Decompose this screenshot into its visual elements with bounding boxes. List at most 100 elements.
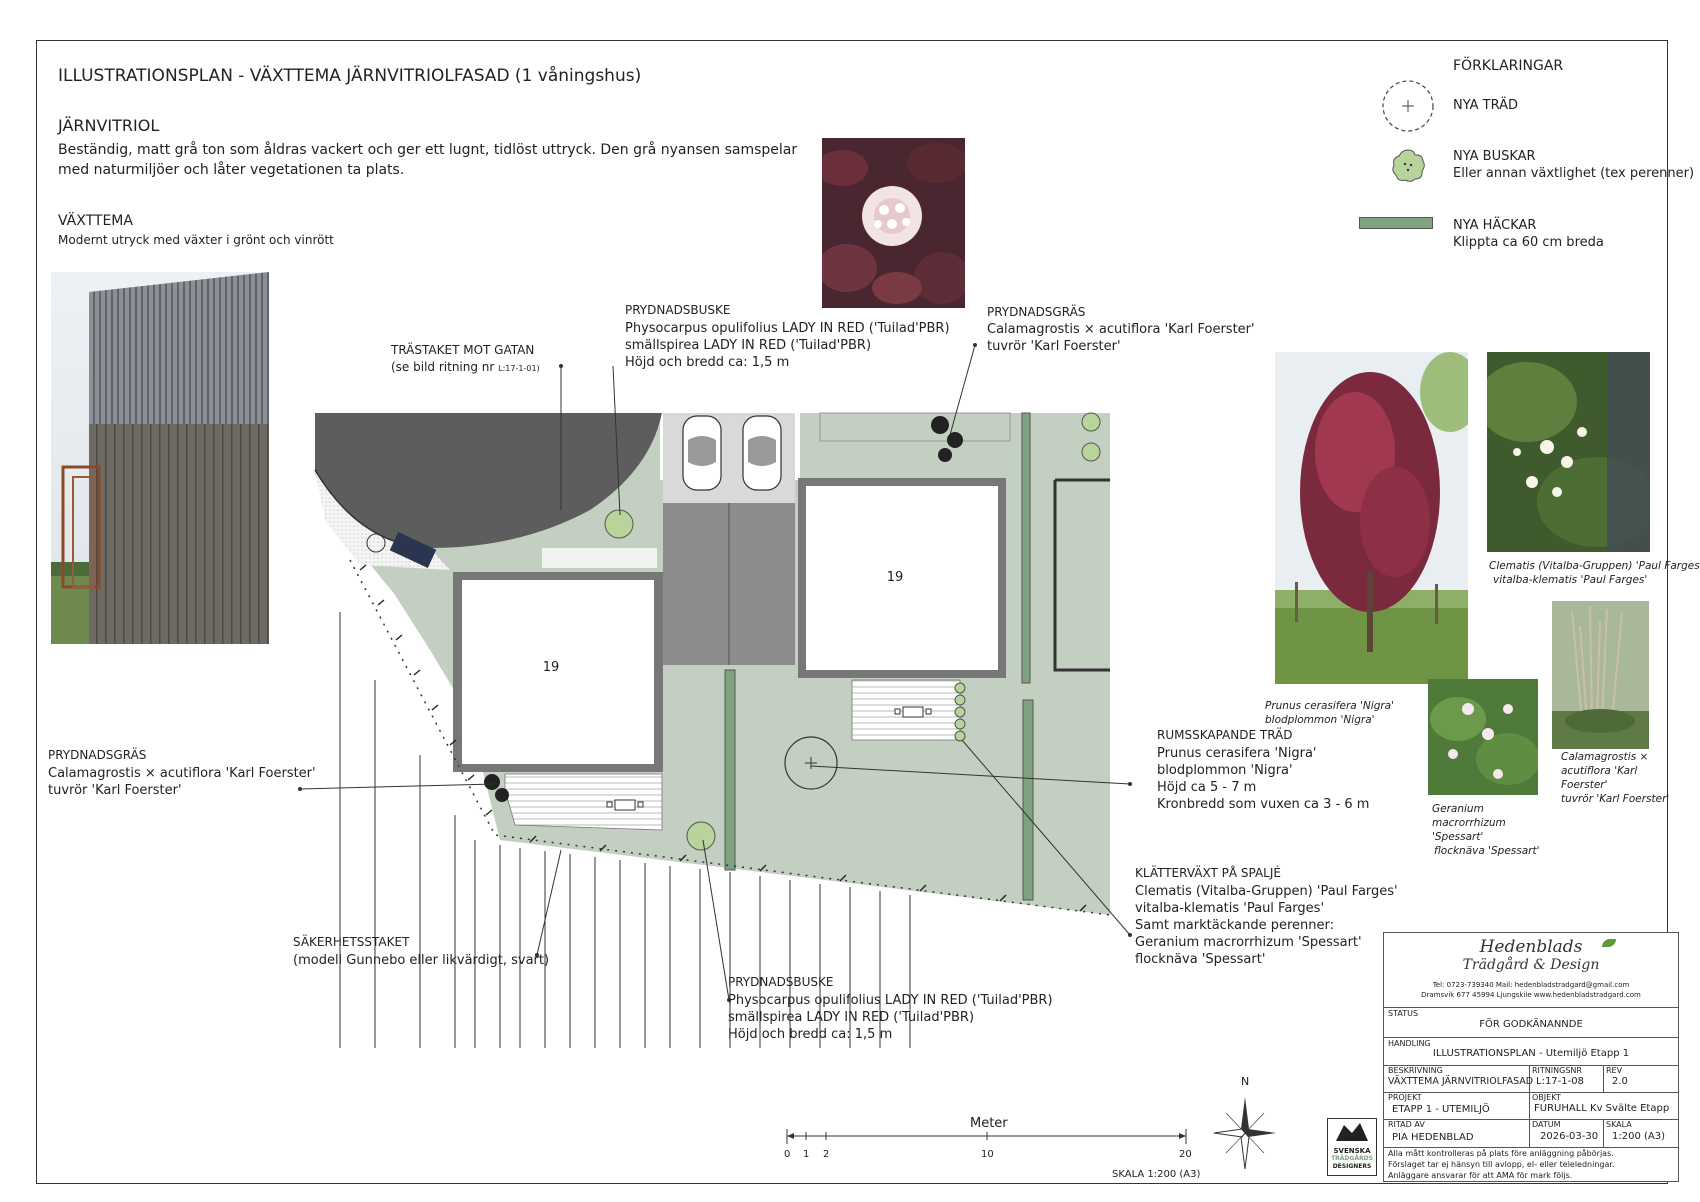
trad-line1: Prunus cerasifera 'Nigra'	[1157, 746, 1317, 761]
calamagrostis-photo	[1552, 601, 1649, 749]
page-title-text: ILLUSTRATIONSPLAN - VÄXTTEMA JÄRNVITRIOL…	[58, 66, 642, 86]
status-value: FÖR GODKÄNANNDE	[1479, 1019, 1583, 1030]
projekt-value: ETAPP 1 - UTEMILJÖ	[1392, 1104, 1490, 1115]
prunus-photo	[1275, 352, 1468, 684]
datum-value: 2026-03-30	[1540, 1131, 1599, 1142]
trad-line4: Kronbredd som vuxen ca 3 - 6 m	[1157, 797, 1370, 812]
caption-geranium-4: flocknäva 'Spessart'	[1434, 845, 1540, 857]
buske-top-line2: smällspirea LADY IN RED ('Tuilad'PBR)	[625, 338, 872, 353]
skala-label: SKALA	[1606, 1120, 1632, 1129]
grass-icon	[484, 416, 963, 802]
fence-ticks	[359, 564, 1087, 912]
gras-left-line2: tuvrör 'Karl Foerster'	[48, 783, 182, 798]
scale-tick-1: 1	[803, 1149, 810, 1160]
legend-shrub-sub: Eller annan växtlighet (tex perenner)	[1453, 166, 1695, 181]
status-row: STATUS FÖR GODKÄNANNDE	[1384, 1007, 1678, 1038]
shrub-icon	[604, 412, 1101, 851]
climber-icon	[954, 682, 966, 742]
hedge-2	[1022, 699, 1034, 901]
facade-photo	[51, 272, 269, 644]
scale-bar	[786, 1129, 1187, 1144]
page-title: ILLUSTRATIONSPLAN - VÄXTTEMA JÄRNVITRIOL…	[58, 68, 641, 85]
handling-row: HANDLING ILLUSTRATIONSPLAN - Utemiljö Et…	[1384, 1037, 1678, 1066]
klatter-title: KLÄTTERVÄXT PÅ SPALJÉ	[1135, 866, 1281, 880]
sakerhet-title: SÄKERHETSSTAKET	[293, 935, 410, 949]
projekt-row: PROJEKT ETAPP 1 - UTEMILJÖ OBJEKT FURUHA…	[1384, 1092, 1678, 1120]
table-icon	[606, 706, 932, 811]
designers-badge: SVENSKA TRÄDGÅRDS DESIGNERS	[1327, 1118, 1377, 1176]
house-right-number: 19	[887, 570, 904, 585]
beskrivning-value: VÄXTTEMA JÄRNVITRIOLFASAD	[1388, 1076, 1534, 1087]
objekt-label: OBJEKT	[1532, 1093, 1561, 1102]
objekt-value: FURUHALL Kv Svälte Etapp	[1534, 1103, 1670, 1114]
caption-geranium-3: 'Spessart'	[1432, 831, 1484, 843]
badge-line-1: SVENSKA	[1333, 1147, 1371, 1155]
caption-calamagrostis-1: Calamagrostis ×	[1561, 751, 1649, 763]
intro-heading-text: JÄRNVITRIOL	[58, 116, 160, 135]
caption-prunus-2: blodplommon 'Nigra'	[1265, 714, 1375, 726]
title-block-logo: Hedenblads Trädgård & Design Tel: 0723-7…	[1384, 933, 1678, 1008]
ritad-row: RITAD AV PIA HEDENBLAD DATUM 2026-03-30 …	[1384, 1119, 1678, 1148]
trad-title: RUMSSKAPANDE TRÄD	[1157, 728, 1293, 742]
scale-tick-0: 0	[784, 1149, 791, 1160]
buske-bottom-title: PRYDNADSBUSKE	[728, 975, 834, 989]
trad-line2: blodplommon 'Nigra'	[1157, 763, 1293, 778]
hedge-1	[724, 669, 736, 871]
logo-line-1: Hedenblads	[1479, 937, 1583, 957]
rev-label: REV	[1606, 1066, 1623, 1075]
caption-geranium-1: Geranium	[1432, 803, 1484, 815]
beskrivning-row: BESKRIVNING VÄXTTEMA JÄRNVITRIOLFASAD RI…	[1384, 1065, 1678, 1093]
klatter-line5: flocknäva 'Spessart'	[1135, 952, 1266, 967]
scale-label: Meter	[970, 1116, 1008, 1131]
buske-top-title: PRYDNADSBUSKE	[625, 303, 731, 317]
rev-value: 2.0	[1612, 1076, 1628, 1087]
clematis-photo	[1487, 352, 1650, 552]
caption-calamagrostis-3: Foerster'	[1561, 779, 1608, 791]
note-2: Förslaget tar ej hänsyn till avlopp, el-…	[1388, 1160, 1615, 1169]
legend-shrub-label: NYA BUSKAR	[1453, 149, 1536, 164]
intro-heading: JÄRNVITRIOL	[58, 117, 159, 134]
caption-calamagrostis-4: tuvrör 'Karl Foerster'	[1561, 793, 1670, 805]
ritad-value: PIA HEDENBLAD	[1392, 1132, 1474, 1143]
gras-top-line2: tuvrör 'Karl Foerster'	[987, 339, 1121, 354]
house-left-number: 19	[543, 660, 560, 675]
deck-left	[504, 773, 663, 831]
sakerhet-line1: (modell Gunnebo eller likvärdigt, svart)	[293, 953, 550, 968]
trad-line3: Höjd ca 5 - 7 m	[1157, 780, 1257, 795]
datum-label: DATUM	[1532, 1120, 1561, 1129]
klatter-line1: Clematis (Vitalba-Gruppen) 'Paul Farges'	[1135, 884, 1398, 899]
trastaket-ref: (se bild ritning nr L:17-1-01)	[391, 359, 540, 376]
klatter-line4: Geranium macrorrhizum 'Spessart'	[1135, 935, 1362, 950]
street	[315, 413, 662, 548]
legend-tree-label: NYA TRÄD	[1453, 98, 1519, 113]
contact-line-1: Tel: 0723-739340 Mail: hedenbladstradgar…	[1432, 981, 1630, 989]
scale-tick-2: 2	[823, 1149, 830, 1160]
scale-tick-10: 10	[981, 1149, 994, 1160]
note-3: Anläggare ansvarar för att AMA för mark …	[1388, 1171, 1573, 1180]
trastaket-ref-number: L:17-1-01)	[498, 364, 540, 373]
theme-heading: VÄXTTEMA	[58, 213, 133, 229]
buske-top-line1: Physocarpus opulifolius LADY IN RED ('Tu…	[625, 321, 950, 336]
intro-line-2: med naturmiljöer och låter vegetationen …	[58, 162, 405, 178]
badge-line-2: TRÄDGÅRDS	[1331, 1155, 1373, 1162]
hedge-3	[1021, 412, 1031, 684]
status-label: STATUS	[1388, 1009, 1419, 1018]
legend-hedge-icon	[1359, 217, 1433, 229]
car-icon	[682, 415, 782, 491]
legend-tree-icon	[1382, 80, 1434, 132]
scale-tick-20: 20	[1179, 1149, 1192, 1160]
gras-top-title: PRYDNADSGRÄS	[987, 305, 1086, 319]
trastaket-title: TRÄSTAKET MOT GATAN	[391, 343, 535, 357]
projekt-label: PROJEKT	[1388, 1093, 1422, 1102]
buske-bottom-line1: Physocarpus opulifolius LADY IN RED ('Tu…	[728, 993, 1053, 1008]
geranium-photo	[1428, 679, 1538, 795]
drawing-frame	[36, 40, 1668, 1184]
handling-value: ILLUSTRATIONSPLAN - Utemiljö Etapp 1	[1432, 1048, 1630, 1059]
legend-hedge-sub: Klippta ca 60 cm breda	[1453, 235, 1604, 250]
buske-bottom-line3: Höjd och bredd ca: 1,5 m	[728, 1027, 893, 1042]
gras-left-title: PRYDNADSGRÄS	[48, 748, 147, 762]
north-arrow-icon	[1213, 1097, 1276, 1170]
buske-bottom-line2: smällspirea LADY IN RED ('Tuilad'PBR)	[728, 1010, 975, 1025]
gras-top-line1: Calamagrostis × acutiflora 'Karl Foerste…	[987, 322, 1255, 337]
